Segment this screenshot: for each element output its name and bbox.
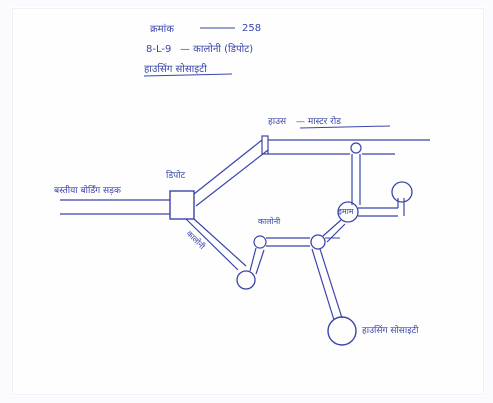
down-diagonal-a [311, 248, 335, 321]
bottom-node [236, 270, 256, 290]
right-node [337, 201, 359, 223]
lower-diagonal-a [185, 218, 239, 271]
center-node [253, 235, 267, 249]
upper-diagonal-a [193, 139, 263, 195]
header-line1-number: 258 [242, 23, 261, 34]
lower-diagonal-b [193, 218, 247, 267]
bottom-to-center-a [249, 247, 257, 272]
down-diagonal-b [319, 248, 343, 319]
header-line3-text: हाउसिंग सोसाइटी [144, 63, 207, 75]
right-node-label: इमाम [338, 207, 354, 216]
mid-to-right-a [322, 219, 342, 237]
header-line1-label: क्रमांक [150, 23, 174, 35]
header-line2-text: — कालोनी (डिपोट) [180, 43, 253, 55]
top-building [261, 135, 269, 155]
header-underline [143, 73, 233, 77]
junction-label: डिपोट [166, 169, 186, 181]
upper-diagonal-b [195, 149, 269, 207]
left-road-label: बस्तीया बोर्डिंग सड़क [54, 184, 122, 196]
junction-box [169, 190, 195, 220]
bottom-right-label: हाउसिंग सोसाइटी [362, 324, 419, 336]
header-line2-code: 8-L-9 [146, 44, 171, 55]
center-node-label: कालोनी [258, 216, 281, 226]
top-right-node [350, 142, 362, 154]
mid-to-right-b [326, 223, 346, 243]
left-diagonal-label: कालोनी [185, 228, 208, 251]
top-label-underline [299, 125, 391, 129]
mid-node [310, 234, 326, 250]
bottom-to-center-b [255, 249, 265, 275]
top-road-label: — मास्टर रोड [296, 115, 341, 127]
bottom-right-circle [327, 316, 357, 346]
top-branch-label: हाउस [268, 117, 287, 127]
far-right-oval [391, 181, 413, 203]
